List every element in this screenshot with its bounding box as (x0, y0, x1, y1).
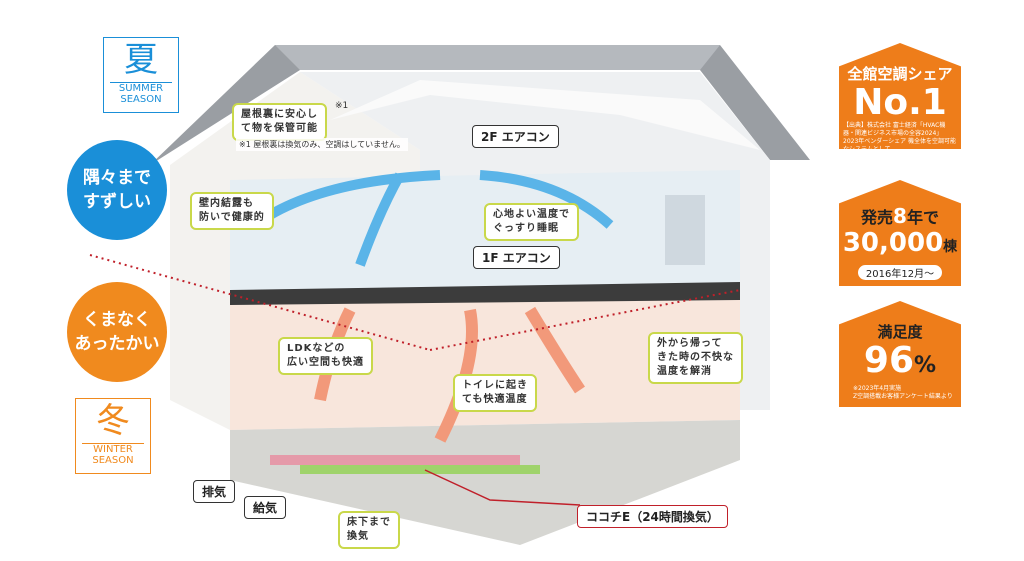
callout-sleep: 心地よい温度で ぐっすり睡眠 (484, 203, 579, 241)
badge-unit: 棟 (943, 239, 958, 255)
label-exhaust: 排気 (193, 480, 236, 503)
attic-footnote-mark: ※1 (335, 101, 349, 111)
callout-underfloor: 床下まで 換気 (338, 511, 400, 549)
season-divider (89, 254, 431, 351)
badge-title-post: 年で (906, 208, 939, 227)
callout-condensation: 壁内結露も 防いで健康的 (190, 192, 274, 230)
badge-note: 【出典】株式会社 富士経済「HVAC機器・関連ビジネス市場の全容2024」202… (843, 122, 957, 153)
badge-title-num: 8 (893, 204, 907, 228)
winter-kanji: 冬 (96, 401, 130, 441)
first-floor (230, 290, 740, 430)
badge-value: 30,000 (842, 228, 944, 258)
label-2f-aircon: 2F エアコン (472, 125, 559, 148)
callout-toilet: トイレに起き ても快適温度 (453, 374, 537, 412)
badge-unit: % (914, 353, 937, 378)
winter-season-label: WINTER SEASON (92, 444, 134, 466)
badge-value: No.1 (853, 82, 947, 123)
underfloor (230, 420, 740, 545)
badge-since: 2016年12月〜 (857, 265, 943, 280)
winter-season-badge: 冬 WINTER SEASON (75, 398, 151, 474)
attic-footnote: ※1 屋根裏は換気のみ、空調はしていません。 (236, 138, 408, 151)
winter-circle: くまなく あったかい (67, 282, 167, 382)
callout-return: 外から帰って きた時の不快な 温度を解消 (648, 332, 743, 384)
summer-season-label: SUMMER SEASON (118, 83, 164, 105)
badge-share-no1: 全館空調シェア No.1 【出典】株式会社 富士経済「HVAC機器・関連ビジネス… (839, 43, 961, 149)
badge-title: 満足度 (877, 323, 923, 341)
badge-title-pre: 発売 (861, 208, 894, 227)
label-1f-aircon: 1F エアコン (473, 246, 560, 269)
callout-ldk: LDKなどの 広い空間も快適 (278, 337, 373, 375)
badge-note: ※2023年4月実施 Z空調搭載お客様アンケート結果より (853, 385, 953, 400)
summer-circle: 隅々まで すずしい (67, 140, 167, 240)
badge-satisfaction: 満足度 96% ※2023年4月実施 Z空調搭載お客様アンケート結果より (839, 301, 961, 407)
callout-attic: 屋根裏に安心し て物を保管可能 (232, 103, 327, 141)
summer-season-badge: 夏 SUMMER SEASON (103, 37, 179, 113)
badge-value: 96 (863, 340, 915, 381)
badge-sales: 発売8年で 30,000棟 2016年12月〜 (839, 180, 961, 286)
summer-kanji: 夏 (124, 40, 158, 80)
label-supply: 給気 (244, 496, 287, 519)
badge-title: 全館空調シェア (847, 65, 953, 83)
label-ventilation-system: ココチE（24時間換気） (577, 505, 728, 528)
